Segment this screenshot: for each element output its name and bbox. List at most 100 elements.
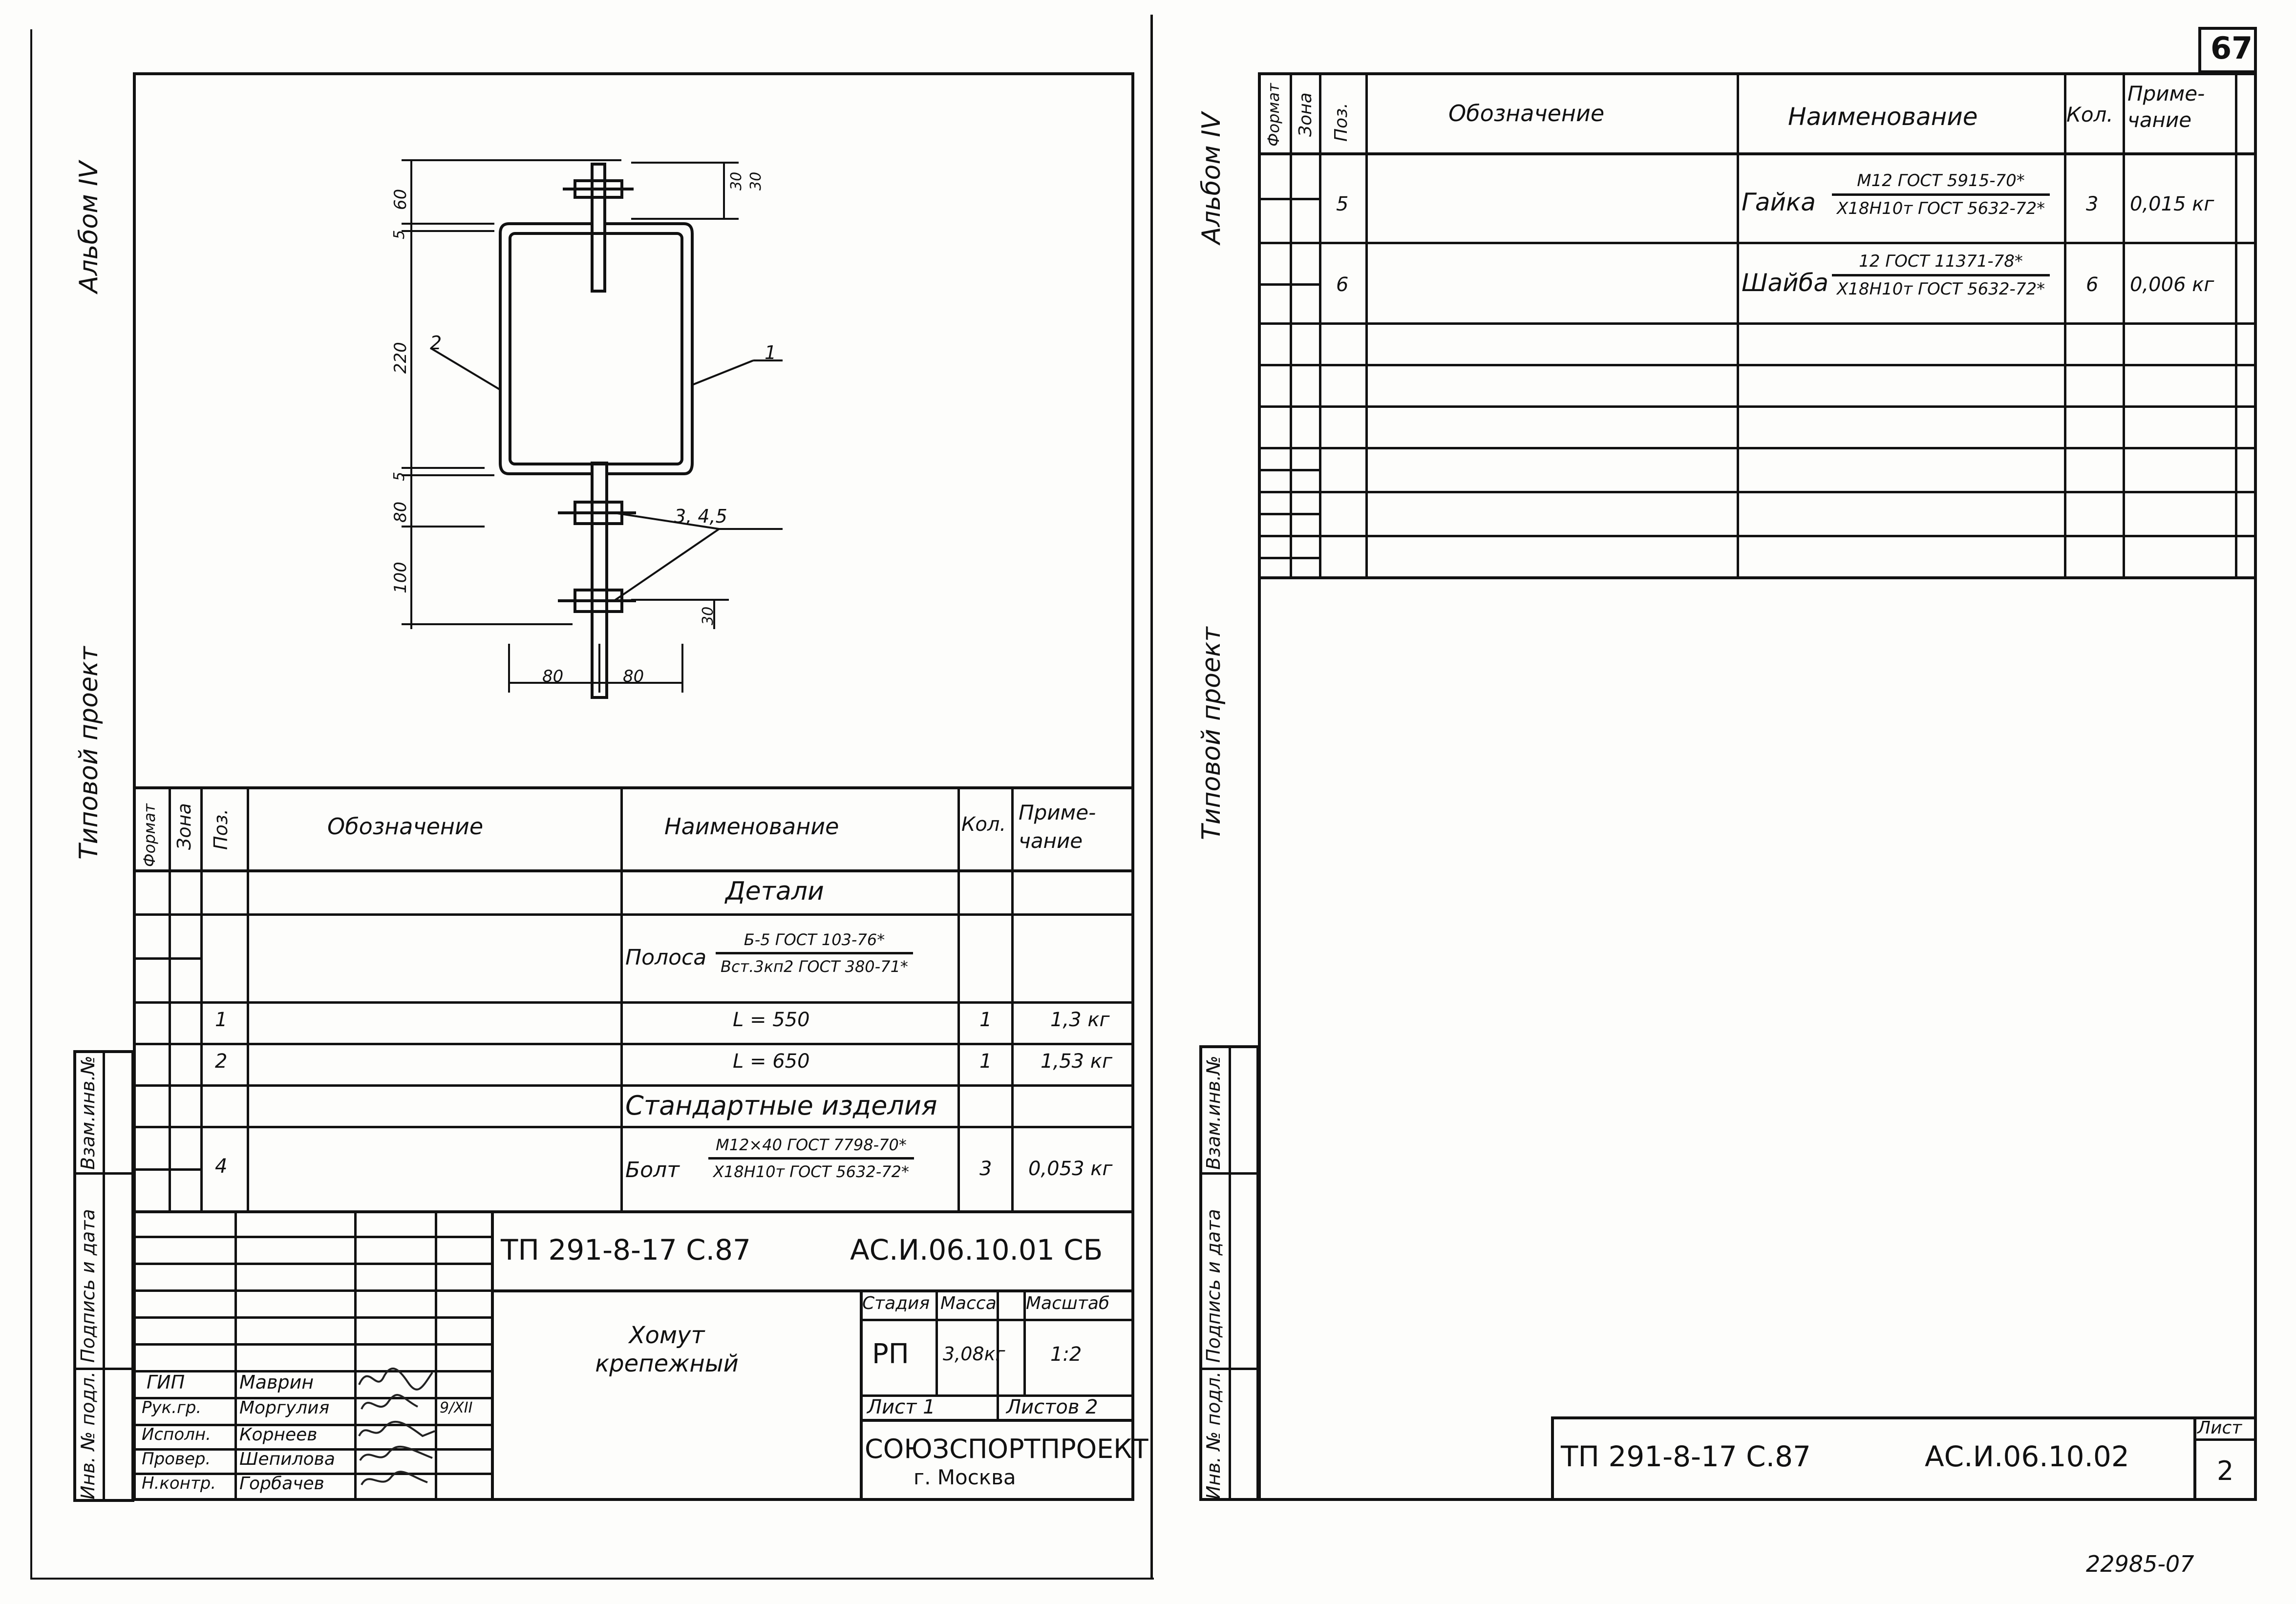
org-name: СОЮЗСПОРТПРОЕКТ	[865, 1434, 1148, 1464]
r-row6-label: Шайба	[1742, 269, 1829, 297]
hdr-format: Формат	[140, 803, 159, 867]
dim-80v: 80	[391, 501, 410, 523]
left-sheet: Альбом IV Типовой проект Взам.инв.№ Подп…	[30, 29, 1154, 1580]
r-row5-qty: 3	[2086, 193, 2099, 215]
mass-value: 3,08кг	[943, 1343, 1005, 1365]
callout-2: 2	[430, 332, 442, 354]
clamp-drawing	[402, 159, 783, 699]
stamp-inv: Инв. № подл.	[77, 1371, 99, 1499]
dim-5b: 5	[391, 471, 408, 481]
r-hdr-note: Приме-чание	[2127, 82, 2205, 132]
hdr-designation: Обозначение	[327, 813, 484, 840]
bottom-trim-line	[30, 1578, 1154, 1580]
right-sheet: 67 Альбом IV Типовой проект Взам.инв.№ П…	[1148, 0, 2296, 1604]
r-hdr-designation: Обозначение	[1448, 100, 1605, 127]
stage-header: Стадия	[862, 1293, 930, 1313]
section-standard: Стандартные изделия	[625, 1090, 937, 1121]
role-ispoln: Исполн.	[142, 1425, 211, 1444]
row1-pos: 1	[215, 1009, 228, 1031]
section-details: Детали	[725, 877, 824, 906]
bolt-spec: М12×40 ГОСТ 7798-70* Х18Н10т ГОСТ 5632-7…	[708, 1136, 914, 1181]
row2-pos: 2	[215, 1050, 228, 1073]
bolt-label: Болт	[625, 1158, 680, 1182]
dim-30b: 30	[747, 171, 765, 190]
sheets-label: Листов 2	[1006, 1396, 1098, 1418]
role-nkontr: Н.контр.	[142, 1474, 216, 1493]
dim-30c: 30	[700, 606, 717, 625]
clamp-right-outer	[606, 222, 694, 475]
right-stamp-inv: Инв. № подл.	[1203, 1371, 1224, 1499]
sign-date: 9/XII	[440, 1399, 473, 1416]
scale-header: Масштаб	[1026, 1293, 1110, 1313]
hdr-note: Приме-чание	[1019, 801, 1096, 853]
hdr-qty: Кол.	[961, 813, 1006, 836]
left-trim-line	[30, 29, 32, 1578]
bolt-note: 0,053 кг	[1028, 1158, 1113, 1180]
clamp-outline	[499, 163, 694, 699]
scale-value: 1:2	[1050, 1343, 1082, 1366]
r-row5-pos: 5	[1336, 193, 1349, 215]
row2-name: L = 650	[733, 1050, 810, 1073]
row2-note: 1,53 кг	[1041, 1050, 1112, 1073]
project-type-label: Типовой проект	[74, 646, 104, 860]
polosa-label: Полоса	[625, 945, 707, 970]
hdr-pos: Поз.	[210, 808, 232, 850]
right-code-left: ТП 291-8-17 С.87	[1561, 1440, 1811, 1473]
dim-80b: 80	[623, 667, 644, 686]
upper-tab	[591, 163, 606, 293]
r-row6-qty: 6	[2086, 274, 2099, 296]
bolt-qty: 3	[979, 1158, 992, 1180]
right-stamp-vzam: Взам.инв.№	[1203, 1055, 1224, 1170]
page-number-box	[2198, 27, 2257, 73]
role-ruk: Рук.гр.	[142, 1398, 202, 1417]
right-stamp-podpis: Подпись и дата	[1203, 1209, 1224, 1363]
clamp-inner	[509, 232, 683, 465]
person-korneev: Корнеев	[239, 1425, 318, 1445]
r-row6-note: 0,006 кг	[2130, 274, 2214, 296]
bolt-pos: 4	[215, 1155, 228, 1178]
right-title-block	[1551, 1416, 2257, 1501]
person-shepilova: Шепилова	[239, 1449, 335, 1469]
callout-345: 3, 4,5	[674, 506, 727, 527]
r-row5-note: 0,015 кг	[2130, 193, 2214, 215]
r-row6-spec: 12 ГОСТ 11371-78* Х18Н10т ГОСТ 5632-72*	[1832, 252, 2050, 299]
hdr-name: Наименование	[664, 813, 839, 840]
mass-header: Масса	[940, 1293, 997, 1313]
clamp-left-outer	[499, 222, 592, 475]
r-hdr-zone: Зона	[1296, 92, 1316, 137]
stage-value: РП	[872, 1338, 909, 1370]
dim-80a: 80	[542, 667, 564, 686]
row1-name: L = 550	[733, 1009, 810, 1031]
item-name: Хомут крепежный	[595, 1322, 739, 1377]
role-gip: ГИП	[147, 1372, 185, 1393]
row1-note: 1,3 кг	[1050, 1009, 1110, 1031]
row2-qty: 1	[979, 1050, 992, 1073]
stamp-podpis: Подпись и дата	[77, 1209, 99, 1363]
code-left: ТП 291-8-17 С.87	[501, 1233, 751, 1266]
callout-1: 1	[765, 342, 777, 363]
dim-5a: 5	[391, 230, 408, 239]
right-project-type-label: Типовой проект	[1197, 627, 1226, 840]
hdr-zone: Зона	[173, 803, 195, 850]
page-number: 67	[2211, 30, 2253, 66]
r-hdr-format: Формат	[1264, 83, 1283, 147]
dim-30a: 30	[728, 171, 745, 190]
row1-qty: 1	[979, 1009, 992, 1031]
right-sheet-number: 2	[2217, 1456, 2234, 1486]
stamp-vzam: Взам.инв.№	[77, 1055, 99, 1170]
r-row5-spec: М12 ГОСТ 5915-70* Х18Н10т ГОСТ 5632-72*	[1832, 171, 2050, 218]
r-row6-pos: 6	[1336, 274, 1349, 296]
dim-60: 60	[391, 189, 410, 210]
r-hdr-pos: Поз.	[1331, 103, 1351, 142]
sheet-label: Лист 1	[867, 1396, 935, 1418]
dim-220: 220	[391, 342, 410, 374]
role-prover: Провер.	[142, 1449, 211, 1469]
polosa-spec: Б-5 ГОСТ 103-76* Вст.3кп2 ГОСТ 380-71*	[716, 930, 913, 976]
lower-tab	[591, 462, 608, 699]
person-gorbachev: Горбачев	[239, 1474, 324, 1494]
org-city: г. Москва	[914, 1465, 1016, 1489]
r-hdr-qty: Кол.	[2066, 103, 2113, 127]
dim-100: 100	[391, 562, 410, 593]
center-separator	[1150, 15, 1153, 1578]
